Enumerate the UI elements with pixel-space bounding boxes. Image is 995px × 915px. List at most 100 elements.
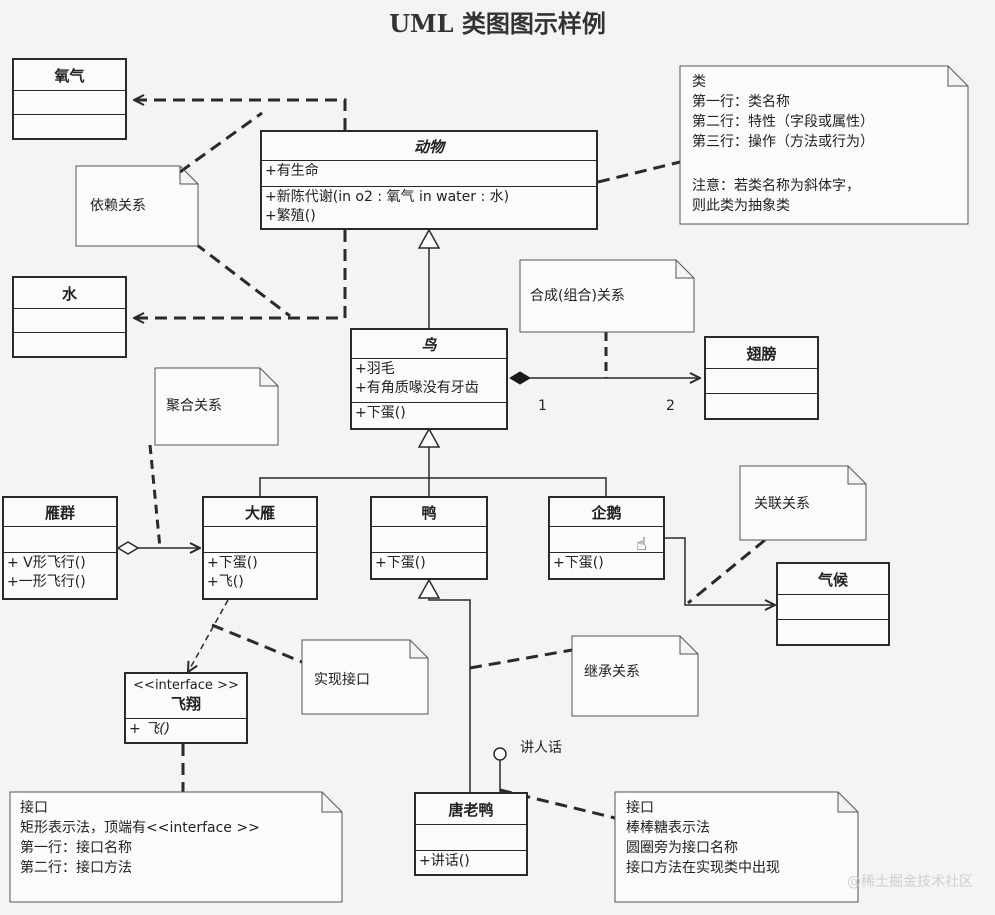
generalization-arrow-animal (417, 228, 441, 249)
interface-fly: <<interface >> 飞翔 + 飞() (124, 672, 248, 744)
class-operations: +下蛋() +飞() (204, 553, 316, 599)
class-operations: +下蛋() (352, 403, 506, 429)
watermark: @稀土掘金技术社区 (847, 874, 973, 890)
interface-header: <<interface >> 飞翔 (126, 674, 246, 719)
stereotype: <<interface >> (133, 678, 239, 693)
class-bird: 鸟 +羽毛 +有角质喙没有牙齿 +下蛋() (350, 328, 508, 430)
generalization-arrow-duck (417, 578, 441, 599)
class-donald-duck: 唐老鸭 +讲话() (414, 792, 528, 876)
operation: +下蛋() (355, 405, 406, 421)
composition-diamond (509, 371, 531, 385)
class-name: 鸭 (372, 498, 486, 527)
page-title: UML 类图图示样例 (389, 9, 606, 38)
class-penguin: 企鹅 +下蛋() (548, 496, 665, 580)
class-climate: 气候 (776, 562, 890, 646)
class-name: 动物 (262, 132, 596, 161)
class-attributes (550, 527, 663, 553)
note-link-class (597, 160, 681, 184)
class-operations: +讲话() (416, 851, 526, 875)
operation: +讲话() (419, 853, 470, 869)
class-operations (778, 620, 888, 645)
operation: +下蛋() (375, 555, 426, 571)
operation: +飞() (207, 574, 244, 590)
note-shapes (9, 65, 969, 903)
note-line: 接口 (20, 800, 48, 816)
note-text: 聚合关系 (166, 398, 222, 414)
class-wing: 翅膀 (704, 336, 819, 420)
class-name: 雁群 (4, 498, 116, 527)
class-attributes: +有生命 (262, 161, 596, 187)
class-operations: +新陈代谢(in o2 : 氧气 in water : 水) +繁殖() (262, 187, 596, 229)
note-link-realization (211, 623, 303, 664)
class-oxygen: 氧气 (12, 58, 127, 140)
note-interface-rect-shape (9, 791, 343, 903)
class-name: 企鹅 (550, 498, 663, 527)
class-name: 大雁 (204, 498, 316, 527)
note-text: 继承关系 (584, 664, 640, 680)
class-name: 水 (14, 278, 125, 309)
class-attributes (778, 595, 888, 620)
class-attributes (416, 825, 526, 851)
class-attributes (14, 309, 125, 333)
interface-name: 飞翔 (170, 695, 201, 713)
class-name: 翅膀 (706, 338, 817, 369)
operation: +下蛋() (207, 555, 258, 571)
class-attributes (14, 91, 125, 115)
note-line: 第一行：类名称 (692, 94, 790, 110)
class-attributes (372, 527, 486, 553)
note-link-inheritance (469, 648, 573, 670)
note-line: 接口 (626, 800, 654, 816)
multiplicity-1: 1 (538, 398, 547, 414)
class-name: 唐老鸭 (416, 794, 526, 825)
operation: + 飞() (129, 721, 171, 737)
note-text: 合成(组合)关系 (530, 288, 625, 304)
association-line (665, 537, 775, 605)
note-link-association (687, 538, 766, 605)
class-duck: 鸭 +下蛋() (370, 496, 488, 580)
class-name: 鸟 (352, 330, 506, 359)
class-water: 水 (12, 276, 127, 358)
class-operations (14, 115, 125, 139)
operation: +下蛋() (553, 555, 604, 571)
note-composition-shape (519, 259, 695, 333)
operation: +一形飞行() (7, 574, 86, 590)
note-interface-lollipop-shape (614, 791, 859, 903)
class-attributes (4, 527, 116, 553)
note-aggregation-shape (154, 367, 279, 446)
class-operations: +下蛋() (550, 553, 663, 579)
note-line: 第一行：接口名称 (20, 840, 132, 856)
note-text: 关联关系 (754, 496, 810, 512)
note-dependency-shape (75, 165, 199, 247)
note-line: 接口方法在实现类中出现 (626, 860, 780, 876)
class-operations: + V形飞行() +一形飞行() (4, 553, 116, 599)
class-attributes (204, 527, 316, 553)
interface-operations: + 飞() (126, 719, 246, 743)
note-realization-shape (301, 639, 429, 715)
aggregation-diamond (116, 541, 140, 555)
note-line: 类 (692, 74, 706, 90)
note-link-aggregation (148, 444, 162, 549)
class-animal: 动物 +有生命 +新陈代谢(in o2 : 氧气 in water : 水) +… (260, 130, 598, 230)
note-line: 第二行：接口方法 (20, 860, 132, 876)
note-text: 依赖关系 (90, 198, 146, 214)
class-operations (706, 394, 817, 419)
note-association-shape (739, 465, 867, 541)
note-line: 矩形表示法，顶端有<<interface >> (20, 820, 260, 836)
lollipop-circle (493, 747, 507, 761)
realization-line (188, 599, 229, 672)
class-operations (14, 333, 125, 357)
note-line: 则此类为抽象类 (692, 198, 790, 214)
class-operations: +下蛋() (372, 553, 486, 579)
note-text: 实现接口 (314, 672, 370, 688)
note-line: 圆圈旁为接口名称 (626, 840, 738, 856)
dependency-line-oxygen (134, 100, 347, 130)
multiplicity-2: 2 (666, 398, 675, 414)
note-inheritance-shape (571, 635, 699, 717)
generalization-branch-goose (259, 477, 607, 496)
generalization-arrow-bird (417, 427, 441, 448)
class-name: 氧气 (14, 60, 125, 91)
note-line: 第二行：特性（字段或属性） (692, 114, 874, 130)
attribute: +有生命 (265, 163, 319, 179)
